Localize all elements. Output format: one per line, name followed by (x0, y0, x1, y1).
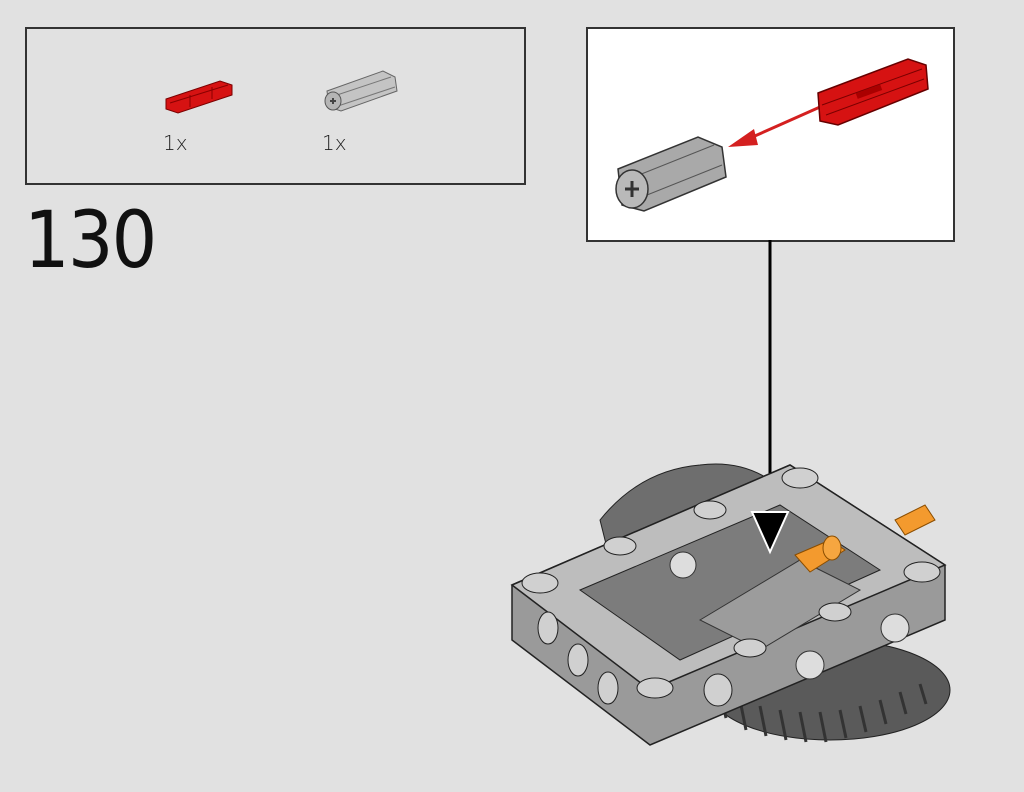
part-quantity: 1x (322, 131, 347, 155)
callout-illustration (615, 58, 929, 212)
red-axle-connector-icon (817, 58, 929, 126)
red-arrow-icon (728, 105, 821, 147)
step-number: 130 (24, 196, 157, 286)
gray-hex-connector-icon (615, 136, 727, 212)
gray-hex-connector-icon (324, 70, 398, 112)
orange-bush-icon (794, 504, 936, 573)
red-axle-connector-icon (165, 80, 233, 114)
assembly-illustration (510, 240, 951, 746)
part-quantity: 1x (163, 131, 188, 155)
parts-list-box: 1x 1x (25, 27, 526, 185)
placement-arrow-head (750, 511, 790, 555)
frame-liftarm (510, 464, 947, 746)
sub-assembly-callout (586, 27, 955, 242)
